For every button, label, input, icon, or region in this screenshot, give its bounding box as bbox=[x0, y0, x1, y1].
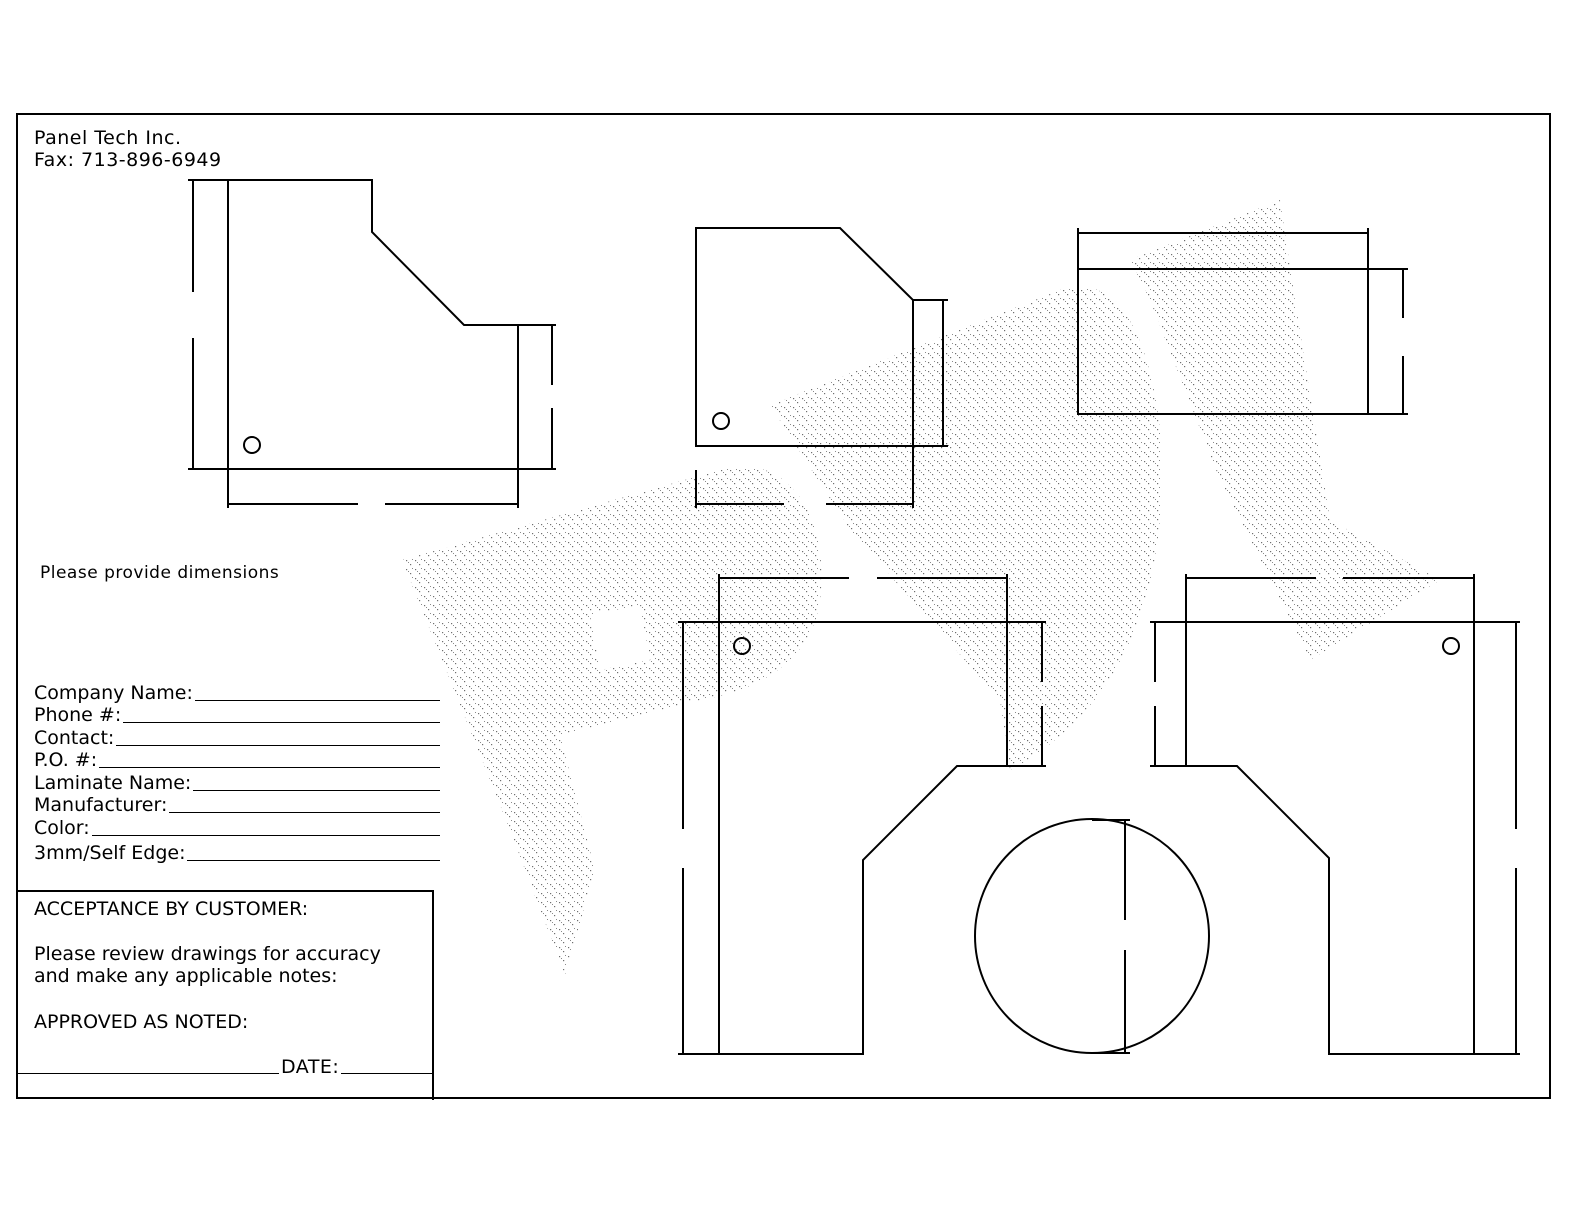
part-1 bbox=[188, 179, 556, 508]
review-line-1: Please review drawings for accuracy bbox=[34, 943, 381, 965]
watermark-letter-d bbox=[770, 286, 1162, 770]
hole-icon bbox=[243, 436, 261, 454]
company-name-field[interactable]: Company Name: bbox=[34, 682, 440, 704]
field-label: 3mm/Self Edge: bbox=[34, 842, 186, 864]
fax-number: Fax: 713-896-6949 bbox=[34, 149, 222, 171]
field-label: Contact: bbox=[34, 727, 115, 749]
signature-line[interactable] bbox=[17, 1073, 432, 1074]
field-line bbox=[99, 767, 440, 768]
sheet-border bbox=[16, 113, 1551, 1099]
color-field[interactable]: Color: bbox=[34, 817, 440, 839]
hole-icon bbox=[712, 412, 730, 430]
field-line bbox=[169, 812, 440, 813]
field-line bbox=[193, 790, 440, 791]
part-2 bbox=[695, 227, 948, 508]
acceptance-heading: ACCEPTANCE BY CUSTOMER: bbox=[34, 898, 309, 920]
part-6 bbox=[974, 818, 1210, 1054]
field-line bbox=[91, 835, 440, 836]
watermark-letter-p bbox=[402, 466, 822, 975]
laminate-name-field[interactable]: Laminate Name: bbox=[34, 772, 440, 794]
field-line bbox=[187, 860, 440, 861]
field-line bbox=[123, 722, 440, 723]
po-number-field[interactable]: P.O. #: bbox=[34, 749, 440, 771]
hole-icon bbox=[1442, 637, 1460, 655]
phone-field[interactable]: Phone #: bbox=[34, 704, 440, 726]
edge-field[interactable]: 3mm/Self Edge: bbox=[34, 842, 440, 864]
manufacturer-field[interactable]: Manufacturer: bbox=[34, 794, 440, 816]
field-label: Phone #: bbox=[34, 704, 122, 726]
contact-field[interactable]: Contact: bbox=[34, 727, 440, 749]
part-4 bbox=[678, 574, 1046, 1055]
field-label: Manufacturer: bbox=[34, 794, 168, 816]
approved-label: APPROVED AS NOTED: bbox=[34, 1011, 249, 1033]
field-line bbox=[194, 700, 440, 701]
field-label: Company Name: bbox=[34, 682, 193, 704]
watermark-letter-f bbox=[1130, 200, 1440, 660]
review-line-2: and make any applicable notes: bbox=[34, 965, 338, 987]
field-label: Color: bbox=[34, 817, 90, 839]
field-line bbox=[116, 745, 440, 746]
acceptance-box: ACCEPTANCE BY CUSTOMER: Please review dr… bbox=[17, 890, 434, 1100]
company-name: Panel Tech Inc. bbox=[34, 127, 182, 149]
date-label: DATE: bbox=[279, 1056, 342, 1078]
part-3 bbox=[1077, 228, 1408, 415]
part-5 bbox=[1150, 574, 1520, 1055]
dimensions-note: Please provide dimensions bbox=[40, 563, 280, 583]
field-label: Laminate Name: bbox=[34, 772, 192, 794]
hole-icon bbox=[733, 637, 751, 655]
field-label: P.O. #: bbox=[34, 749, 98, 771]
